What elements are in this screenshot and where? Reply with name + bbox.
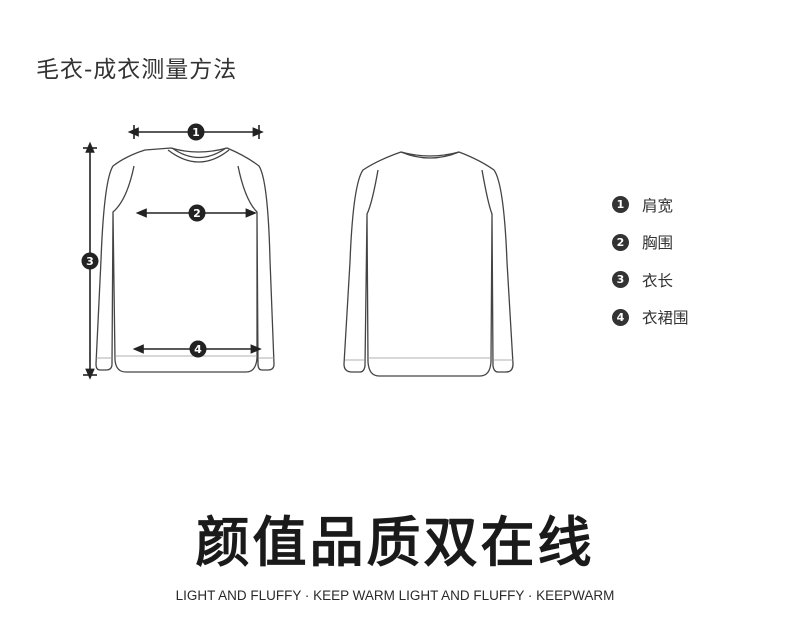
measure-chest: 2 xyxy=(135,204,257,222)
legend-label-4: 衣裙围 xyxy=(642,309,689,327)
legend-item-length: 3 衣长 xyxy=(612,267,782,292)
marker-3-number: 3 xyxy=(86,255,94,268)
legend-number-4: 4 xyxy=(612,308,629,326)
legend-item-shoulder: 1 肩宽 xyxy=(612,192,782,217)
measure-hem: 4 xyxy=(132,340,262,358)
legend-label-2: 胸围 xyxy=(642,234,674,252)
legend-number-1: 1 xyxy=(612,196,629,213)
sweater-back-view xyxy=(343,151,514,377)
legend-label-3: 衣长 xyxy=(642,271,674,290)
legend-label-1: 肩宽 xyxy=(642,196,674,215)
slogan-heading: 颜值品质双在线 xyxy=(195,511,595,574)
page-title: 毛衣-成衣测量方法 xyxy=(36,57,238,83)
legend-item-chest: 2 胸围 xyxy=(612,230,782,255)
measure-shoulder-width: 1 xyxy=(127,123,264,141)
legend-number-2: 2 xyxy=(612,233,629,251)
sweater-measurement-diagram: 1 2 3 4 xyxy=(81,123,514,380)
marker-4-number: 4 xyxy=(194,343,202,356)
measure-length: 3 xyxy=(81,141,99,380)
legend-number-3: 3 xyxy=(612,271,629,288)
sweater-front-view xyxy=(95,147,275,373)
measurement-legend: 1 肩宽 2 胸围 3 衣长 4 衣裙围 xyxy=(612,192,782,342)
marker-1-number: 1 xyxy=(192,126,200,139)
marker-2-number: 2 xyxy=(193,207,201,220)
legend-item-hem: 4 衣裙围 xyxy=(612,305,782,330)
slogan-tagline: LIGHT AND FLUFFY · KEEP WARM LIGHT AND F… xyxy=(175,588,615,603)
